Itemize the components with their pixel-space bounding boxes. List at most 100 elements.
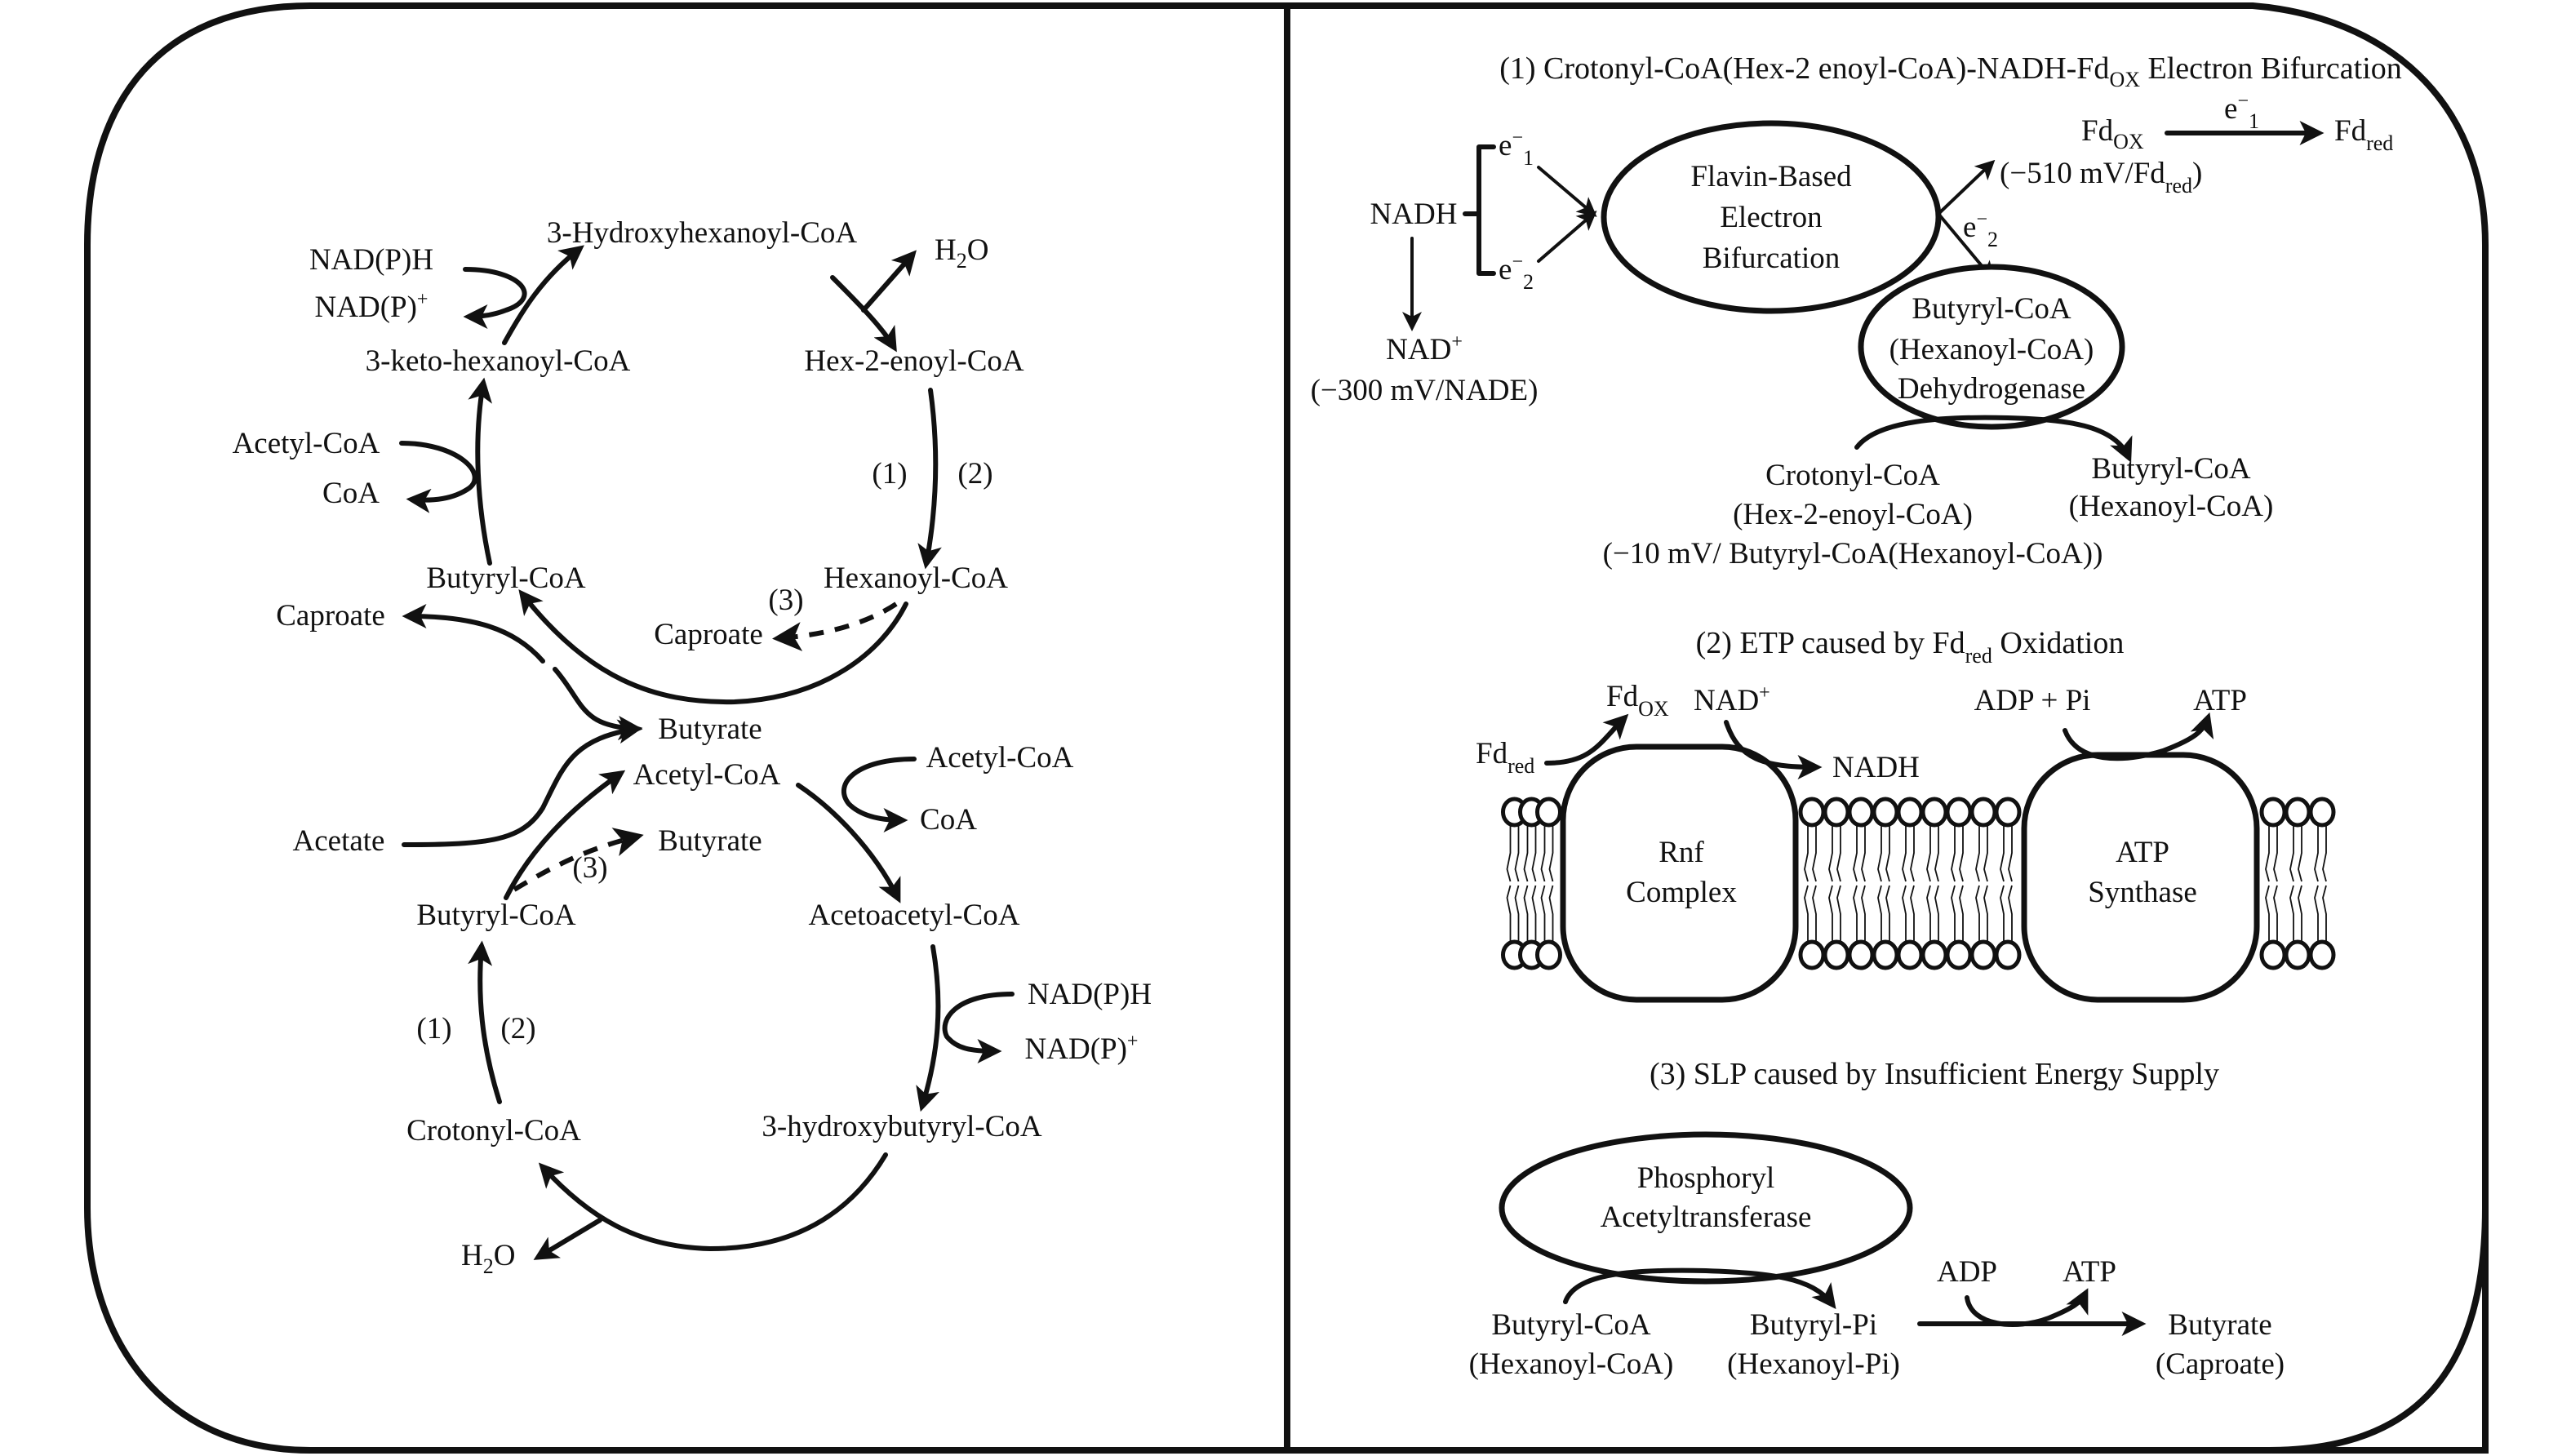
label-fd-red-membrane: Fdred	[1476, 737, 1534, 778]
label-nadph-lower: NAD(P)H	[1028, 978, 1152, 1011]
lipid-tail	[1983, 823, 1988, 943]
arrow-butyryl-to-acetylcoa	[504, 770, 626, 900]
label-butyryl-coa-lower: Butyryl-CoA	[416, 899, 576, 932]
lipid-tail	[2298, 823, 2302, 943]
arrow-to-caproate-left	[402, 604, 545, 664]
lipid-head	[1896, 939, 1924, 970]
slp-intermediate-line1: Butyryl-Pi	[1750, 1308, 1877, 1342]
lipid-tail	[2008, 823, 2013, 943]
arrow-acetylcoa-to-coa-right	[841, 757, 917, 832]
label-coa-right: CoA	[920, 803, 977, 837]
lipid-tail	[1926, 823, 1931, 943]
label-nadh: NADH	[1370, 198, 1458, 231]
label-h2o-upper: H2O	[935, 233, 988, 273]
arrow-crotonyl-to-butyryl-dh	[1854, 415, 2133, 463]
lipid-tail	[1902, 823, 1907, 943]
lipid-tail	[1540, 823, 1546, 943]
label-fd-red-top: Fdred	[2334, 114, 2393, 155]
label-hex-2-enoyl-coa: Hex-2-enoyl-CoA	[804, 344, 1024, 378]
dehydrogenase-ellipse	[1858, 264, 2125, 430]
section-3-title: (3) SLP caused by Insufficient Energy Su…	[1650, 1057, 2219, 1091]
arrow-keto-to-hydroxy	[502, 245, 584, 345]
lipid-head	[1969, 797, 1997, 828]
lipid-tail	[1828, 823, 1833, 943]
outer-border	[84, 2, 2489, 1454]
lipid-head	[1823, 939, 1850, 970]
membrane	[1501, 797, 2336, 970]
label-coa-upper-left: CoA	[322, 477, 380, 510]
bracket-nadh	[1463, 144, 1496, 276]
lipid-tail	[1523, 823, 1529, 943]
lipid-tail	[1812, 823, 1817, 943]
lipid-head	[1872, 939, 1899, 970]
arrow-acetate-to-butyrate	[402, 719, 643, 847]
lipid-head	[1994, 797, 2022, 828]
label-butyrate-dashed: Butyrate	[658, 824, 762, 858]
bifurcation-line3: Bifurcation	[1703, 242, 1841, 275]
lipid-tail	[1836, 823, 1841, 943]
label-atp-membrane: ATP	[2193, 684, 2247, 717]
lipid-head	[1823, 797, 1850, 828]
arrow-hexanoyl-to-butyryl-loop	[518, 589, 908, 705]
lipid-head	[1535, 939, 1562, 970]
flavin-bifurcation-ellipse	[1601, 120, 1942, 314]
slp-substrate-line1: Butyryl-CoA	[1491, 1308, 1651, 1342]
dehydrogenase-line3: Dehydrogenase	[1898, 372, 2085, 406]
lipid-head	[1872, 797, 1899, 828]
slp-intermediate-line2: (Hexanoyl-Pi)	[1727, 1347, 1900, 1381]
enzyme-line1: Phosphoryl	[1637, 1161, 1775, 1195]
label-nadp-upper: NAD(P)+	[315, 289, 428, 324]
product-line2: (Hexanoyl-CoA)	[2069, 490, 2274, 523]
label-h2o-lower: H2O	[461, 1239, 515, 1278]
lipid-tail	[1531, 823, 1537, 943]
rnf-line1: Rnf	[1658, 836, 1704, 869]
label-step-3-lower: (3)	[572, 851, 607, 885]
outer-border-bottom-right	[2268, 1207, 2489, 1454]
arrow-nadph-to-nadp-upper	[463, 267, 527, 329]
label-nadph-upper: NAD(P)H	[309, 243, 433, 277]
phosphoryl-acetyltransferase-ellipse	[1499, 1131, 1913, 1285]
left-panel: 3-Hydroxyhexanoyl-CoA NAD(P)H NAD(P)+ H2…	[233, 216, 1152, 1278]
label-3-hydroxybutyryl-coa: 3-hydroxybutyryl-CoA	[762, 1110, 1042, 1143]
lipid-head	[1969, 939, 1997, 970]
lipid-head	[1920, 797, 1948, 828]
label-e2-left: e−2	[1499, 251, 1534, 294]
lipid-head	[2284, 939, 2311, 970]
lipid-tail	[1506, 823, 1512, 943]
lipid-tail	[1934, 823, 1939, 943]
label-adp-pi: ADP + Pi	[1974, 684, 2091, 717]
rnf-line2: Complex	[1626, 876, 1737, 909]
label-nad-membrane: NAD+	[1694, 682, 1770, 717]
lipid-tail	[1975, 823, 1980, 943]
atp-synthase-line1: ATP	[2116, 836, 2169, 869]
lipid-head	[2308, 797, 2336, 828]
label-atp-slp: ATP	[2063, 1255, 2116, 1289]
label-hexanoyl-coa: Hexanoyl-CoA	[824, 562, 1008, 595]
arrow-bifurcation-to-fd	[1937, 159, 1996, 215]
substrate-line1: Crotonyl-CoA	[1765, 459, 1940, 492]
arrow-acetoacetyl-to-hydroxybutyryl	[916, 944, 941, 1112]
lipid-tail	[1885, 823, 1890, 943]
arrow-adp-to-atp	[2063, 712, 2214, 761]
dehydrogenase-line1: Butyryl-CoA	[1912, 292, 2071, 326]
lipid-head	[2308, 939, 2336, 970]
arrow-hydroxybutyryl-to-crotonyl	[538, 1152, 888, 1252]
lipid-tail	[1804, 823, 1809, 943]
label-caproate-left: Caproate	[276, 599, 385, 633]
label-acetoacetyl-coa: Acetoacetyl-CoA	[809, 899, 1020, 932]
lipid-tail	[1959, 823, 1964, 943]
section-2-title: (2) ETP caused by Fdred Oxidation	[1696, 626, 2125, 668]
right-panel: (1) Crotonyl-CoA(Hex-2 enoyl-CoA)-NADH-F…	[1311, 51, 2402, 1381]
arrow-nad-to-nadh	[1724, 720, 1823, 779]
lipid-head	[2259, 939, 2287, 970]
label-crotonyl-coa: Crotonyl-CoA	[406, 1114, 581, 1147]
arrow-butyryl-to-keto	[468, 377, 492, 566]
lipid-tail	[2000, 823, 2005, 943]
label-acetyl-coa-right: Acetyl-CoA	[926, 741, 1074, 775]
label-caproate-mid: Caproate	[654, 618, 763, 651]
label-3-hydroxyhexanoyl-coa: 3-Hydroxyhexanoyl-CoA	[547, 216, 857, 250]
substrate-line2: (Hex-2-enoyl-CoA)	[1733, 498, 1973, 531]
label-acetyl-coa-upper-left: Acetyl-CoA	[233, 427, 380, 460]
dehydrogenase-line2: (Hexanoyl-CoA)	[1889, 333, 2094, 366]
